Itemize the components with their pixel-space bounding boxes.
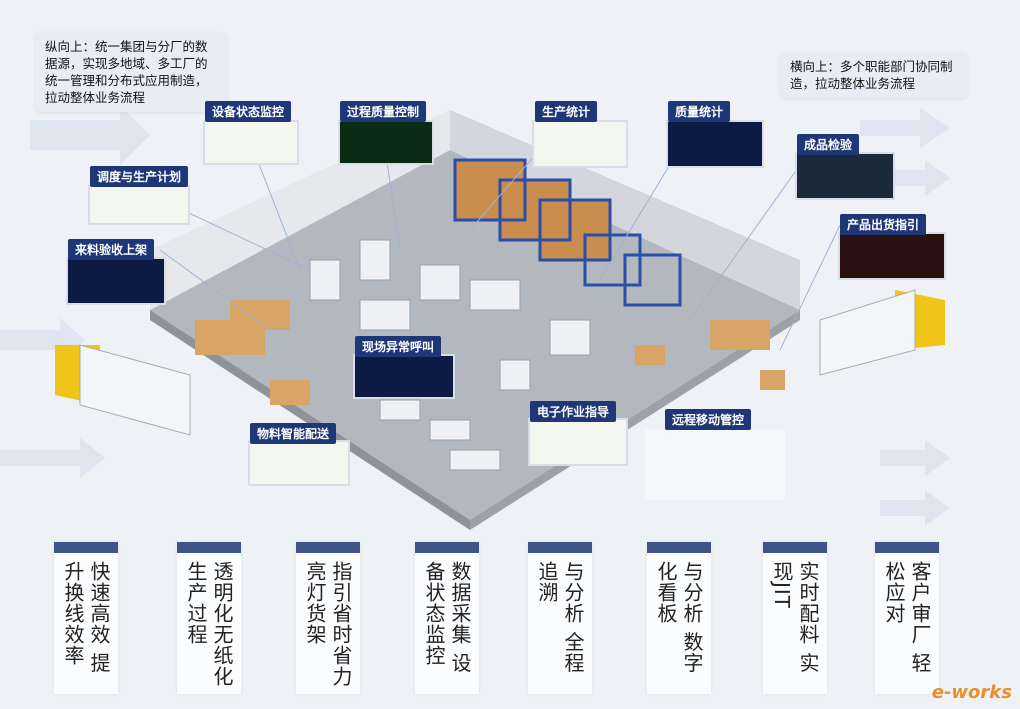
onsite-call-screen bbox=[353, 354, 455, 399]
tag-scheduling[interactable]: 调度与生产计划 bbox=[90, 166, 189, 187]
benefit-column: 客户审厂 轻松应对 bbox=[875, 542, 939, 694]
benefit-text: 与分析 数字化看板 bbox=[654, 561, 704, 674]
benefit-text: 快速高效 提升换线效率 bbox=[61, 561, 111, 674]
benefit-text: 客户审厂 轻松应对 bbox=[882, 561, 932, 674]
horizontal-note: 横向上：多个职能部门协同制造，拉动整体业务流程 bbox=[780, 52, 967, 98]
benefit-text: 数据采集 设备状态监控 bbox=[422, 561, 472, 674]
benefit-column: 实时配料 实现JIT bbox=[763, 542, 827, 694]
tag-production-stats[interactable]: 生产统计 bbox=[535, 101, 598, 122]
scheduling-screen bbox=[88, 185, 190, 225]
process-quality-screen bbox=[338, 120, 434, 165]
tag-process-quality[interactable]: 过程质量控制 bbox=[340, 101, 427, 122]
eworks-logo: e-works bbox=[931, 682, 1012, 703]
factory-floor bbox=[150, 150, 800, 520]
benefit-column: 数据采集 设备状态监控 bbox=[415, 542, 479, 694]
shipping-guide-screen bbox=[838, 232, 946, 280]
tag-incoming-inspection[interactable]: 来料验收上架 bbox=[68, 239, 155, 260]
truck-left bbox=[55, 344, 191, 436]
tag-finished-inspection[interactable]: 成品检验 bbox=[797, 134, 860, 155]
equipment-monitor-screen bbox=[203, 120, 299, 165]
pallets bbox=[195, 300, 785, 405]
quality-stats-screen bbox=[666, 120, 764, 168]
tag-onsite-call[interactable]: 现场异常呼叫 bbox=[355, 336, 442, 357]
tag-quality-stats[interactable]: 质量统计 bbox=[668, 101, 731, 122]
finished-inspection-screen bbox=[795, 152, 895, 200]
incoming-inspection-screen bbox=[66, 257, 166, 305]
tag-shipping-guide[interactable]: 产品出货指引 bbox=[840, 214, 927, 235]
benefit-column: 快速高效 提升换线效率 bbox=[54, 542, 118, 694]
remote-mobile-devices bbox=[645, 430, 785, 500]
truck-right bbox=[819, 289, 945, 376]
benefit-text: 实时配料 实现JIT bbox=[770, 561, 820, 674]
benefit-text: 透明化无纸化 生产过程 bbox=[184, 561, 234, 687]
tag-remote-mobile[interactable]: 远程移动管控 bbox=[665, 409, 752, 430]
flow-arrows bbox=[0, 105, 950, 526]
production-stats-screen bbox=[532, 120, 628, 168]
shelves bbox=[455, 160, 610, 260]
benefit-column: 与分析 全程追溯 bbox=[528, 542, 592, 694]
tag-equipment-monitor[interactable]: 设备状态监控 bbox=[205, 101, 292, 122]
benefit-text: 与分析 全程追溯 bbox=[535, 561, 585, 674]
material-delivery-screen bbox=[248, 440, 350, 486]
vertical-note: 纵向上：统一集团与分厂的数据源，实现多地域、多工厂的统一管理和分布式应用制造，拉… bbox=[35, 32, 227, 112]
benefit-column: 指引省时省力 亮灯货架 bbox=[296, 542, 360, 694]
e-sop-screen bbox=[528, 418, 628, 466]
machines bbox=[309, 239, 591, 471]
tag-material-delivery[interactable]: 物料智能配送 bbox=[250, 423, 337, 444]
tag-e-sop[interactable]: 电子作业指导 bbox=[530, 401, 617, 422]
benefit-column: 与分析 数字化看板 bbox=[647, 542, 711, 694]
benefit-column: 透明化无纸化 生产过程 bbox=[177, 542, 241, 694]
benefit-text: 指引省时省力 亮灯货架 bbox=[303, 561, 353, 687]
